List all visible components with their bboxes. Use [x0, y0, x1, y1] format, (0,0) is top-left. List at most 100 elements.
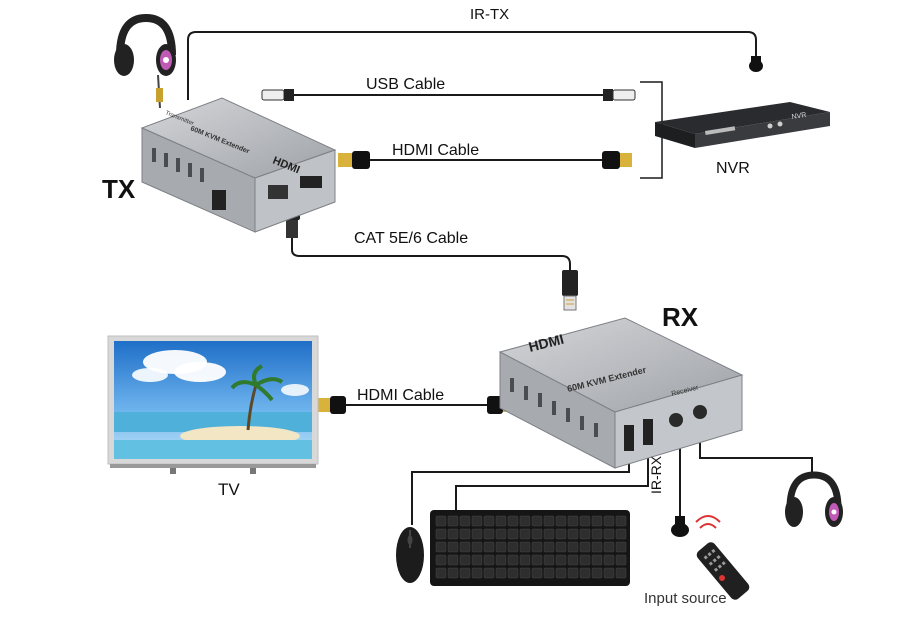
keyboard-key: [531, 528, 543, 540]
tv-label: TV: [218, 480, 240, 499]
keyboard-key: [567, 515, 579, 527]
keyboard-key: [483, 515, 495, 527]
keyboard-key: [435, 567, 447, 579]
keyboard-key: [543, 515, 555, 527]
keyboard-key: [483, 528, 495, 540]
keyboard-key: [471, 567, 483, 579]
keyboard-key: [531, 554, 543, 566]
keyboard-key: [615, 554, 627, 566]
keyboard-key: [447, 528, 459, 540]
cat-cable-label: CAT 5E/6 Cable: [354, 230, 469, 247]
keyboard-key: [435, 554, 447, 566]
keyboard-key: [603, 567, 615, 579]
keyboard-key: [507, 541, 519, 553]
hdmi-cable-tx-label: HDMI Cable: [392, 142, 480, 159]
keyboard-key: [603, 528, 615, 540]
keyboard-key: [579, 541, 591, 553]
keyboard-key: [603, 515, 615, 527]
usb-cable-label: USB Cable: [366, 76, 446, 93]
headphones-icon-rx: [785, 471, 843, 527]
keyboard-key: [603, 554, 615, 566]
keyboard-key: [579, 528, 591, 540]
keyboard-key: [447, 541, 459, 553]
ir-tx-label: IR-TX: [470, 6, 510, 23]
keyboard-key: [543, 567, 555, 579]
keyboard-cable: [455, 455, 649, 512]
keyboard-key: [519, 554, 531, 566]
rx-extender-device: HDMI 60M KVM Extender Receiver: [498, 317, 744, 469]
ir-sensor-icon: [671, 516, 689, 537]
keyboard-key: [543, 541, 555, 553]
keyboard-key: [447, 554, 459, 566]
keyboard-key: [507, 515, 519, 527]
keyboard-key: [579, 567, 591, 579]
keyboard-key: [519, 541, 531, 553]
keyboard-key: [507, 554, 519, 566]
nvr-device-icon: NVR: [655, 102, 830, 148]
keyboard-key: [447, 515, 459, 527]
keyboard-key: [591, 528, 603, 540]
keyboard-key: [507, 567, 519, 579]
keyboard-key: [435, 528, 447, 540]
rx-label: RX: [662, 302, 699, 332]
keyboard-key: [567, 541, 579, 553]
headphone-cable-rx: [699, 432, 813, 478]
keyboard-key: [591, 541, 603, 553]
keyboard-key: [519, 515, 531, 527]
keyboard-key: [567, 567, 579, 579]
nvr-label: NVR: [716, 160, 750, 177]
usb-connector-left: [261, 89, 294, 101]
hdmi-cable-rx-label: HDMI Cable: [357, 387, 445, 404]
keyboard-key: [471, 554, 483, 566]
keyboard-key: [591, 515, 603, 527]
keyboard-key: [579, 554, 591, 566]
keyboard-key: [615, 541, 627, 553]
tx-extender-device: HDMI 60M KVM Extender Transmitter: [140, 97, 337, 233]
keyboard-key: [519, 528, 531, 540]
keyboard-key: [615, 528, 627, 540]
tv-icon: [107, 335, 319, 474]
ir-rx-label: IR-RX: [648, 455, 664, 494]
nvr-badge: NVR: [791, 112, 807, 121]
input-source-label: Input source: [644, 590, 727, 607]
headphones-icon: [114, 13, 176, 109]
keyboard-key: [447, 567, 459, 579]
keyboard-key: [555, 554, 567, 566]
keyboard-key: [591, 567, 603, 579]
keyboard-key: [567, 528, 579, 540]
keyboard-key: [531, 515, 543, 527]
hdmi-connector-tx-right: [602, 151, 632, 169]
hdmi-connector-rx-left: [318, 396, 346, 414]
keyboard-key: [435, 541, 447, 553]
mouse-icon: [396, 527, 424, 583]
keyboard-key: [615, 567, 627, 579]
keyboard-key: [531, 541, 543, 553]
ir-tx-sensor: [749, 56, 763, 72]
keyboard-key: [495, 528, 507, 540]
keyboard-key: [555, 567, 567, 579]
keyboard-key: [555, 515, 567, 527]
keyboard-key: [471, 528, 483, 540]
keyboard-key: [555, 528, 567, 540]
keyboard-key: [519, 567, 531, 579]
keyboard-key: [483, 554, 495, 566]
keyboard-key: [555, 541, 567, 553]
tx-label: TX: [102, 174, 136, 204]
cat-cable: [291, 238, 571, 270]
keyboard-key: [459, 554, 471, 566]
keyboard-key: [507, 528, 519, 540]
keyboard-key: [471, 515, 483, 527]
keyboard-key: [531, 567, 543, 579]
remote-control-icon: [695, 515, 750, 600]
keyboard-key: [579, 515, 591, 527]
keyboard-key: [495, 567, 507, 579]
keyboard-key: [591, 554, 603, 566]
keyboard-icon: [430, 510, 630, 586]
keyboard-key: [483, 541, 495, 553]
rj45-connector-rx: [562, 270, 578, 311]
keyboard-key: [459, 541, 471, 553]
keyboard-key: [459, 528, 471, 540]
hdmi-connector-tx-left: [338, 151, 370, 169]
usb-connector-right: [603, 89, 636, 101]
